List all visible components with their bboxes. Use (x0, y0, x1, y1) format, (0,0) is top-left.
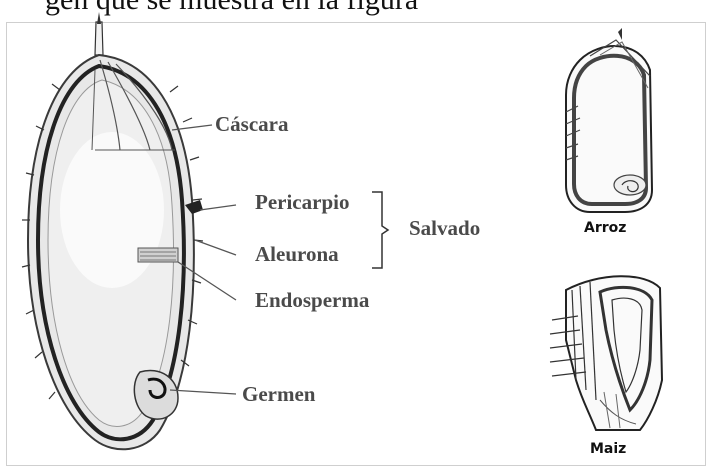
label-salvado: Salvado (409, 216, 480, 241)
label-cascara: Cáscara (215, 112, 288, 137)
arroz-grain-illustration (566, 28, 652, 212)
salvado-bracket (372, 192, 388, 268)
label-pericarpio: Pericarpio (255, 190, 349, 215)
rice-grain-illustration (22, 12, 203, 449)
label-maiz: Maiz (590, 441, 626, 457)
label-arroz: Arroz (584, 220, 626, 236)
label-aleurona: Aleurona (255, 242, 339, 267)
maiz-kernel-illustration (550, 276, 662, 430)
label-endosperma: Endosperma (255, 288, 369, 313)
label-germen: Germen (242, 382, 315, 407)
